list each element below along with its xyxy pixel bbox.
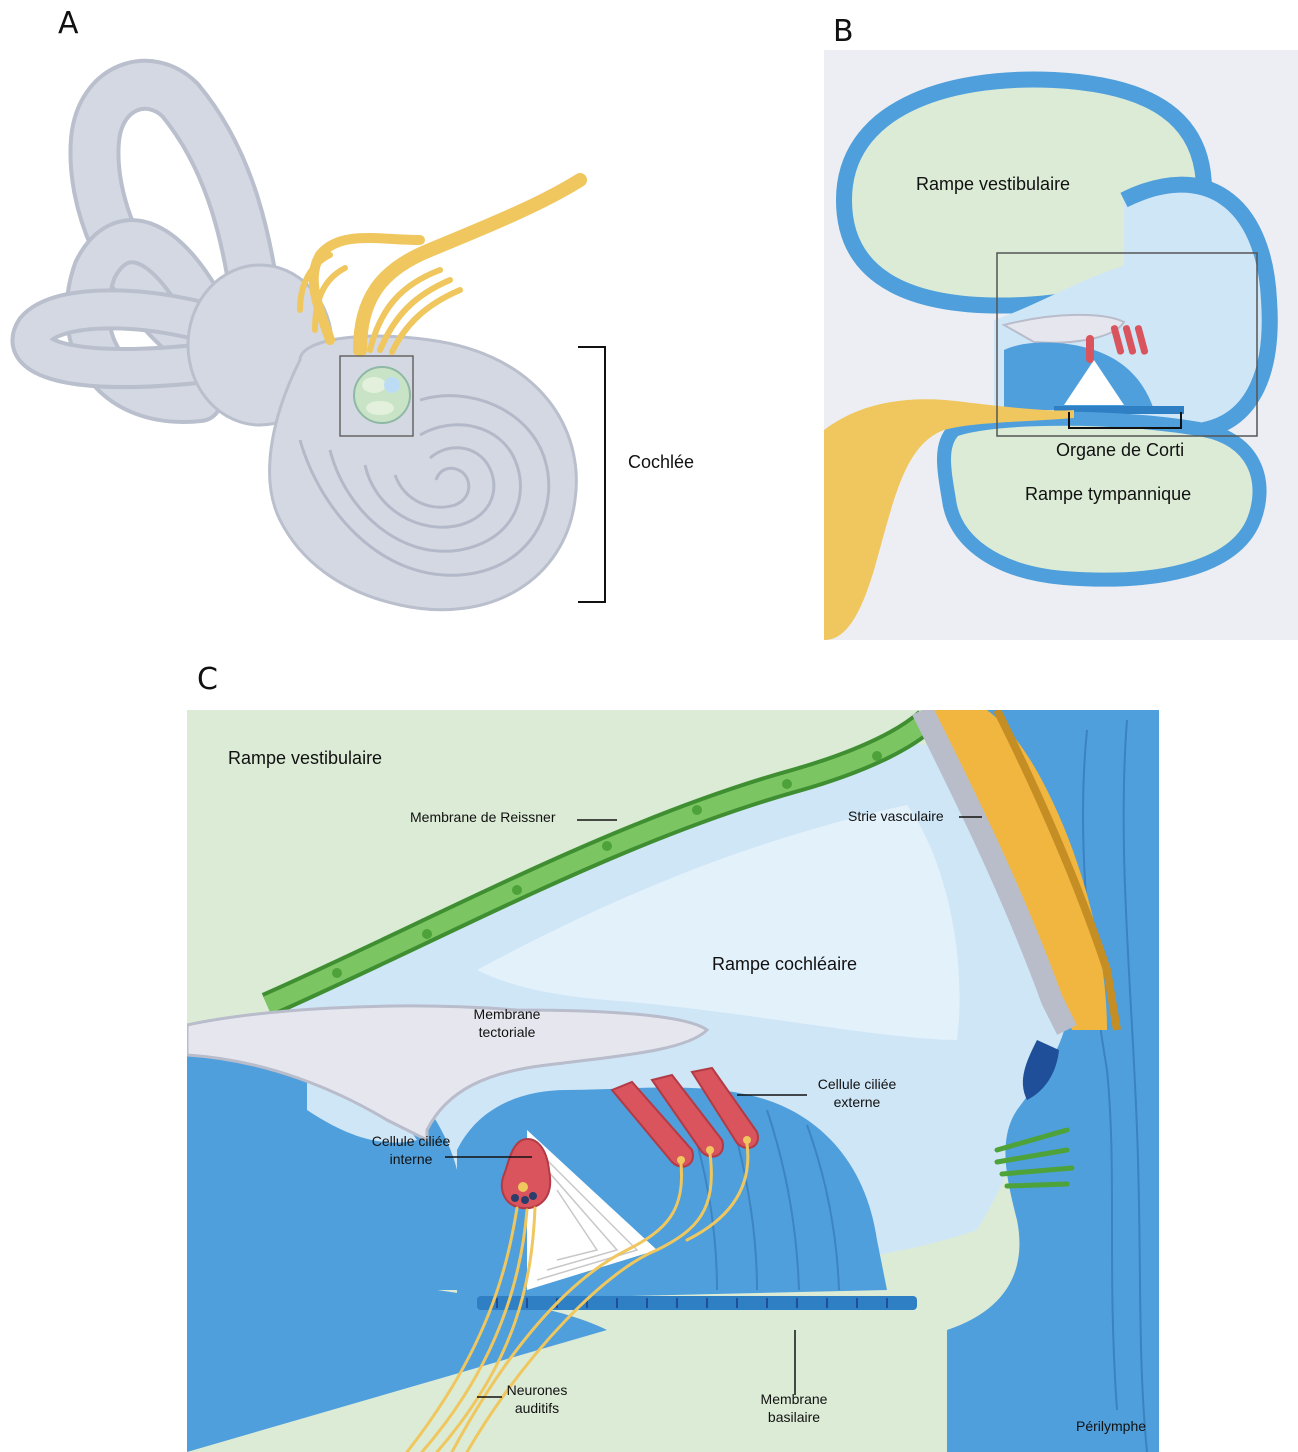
auditory-neurons-label-line1: Neurones (498, 1381, 576, 1399)
panel-a-inner-ear-illustration (0, 40, 700, 680)
inner-hair-cell-label-line1: Cellule ciliée (364, 1132, 458, 1150)
reissner-label: Membrane de Reissner (410, 808, 556, 826)
outer-hair-cell-label: Cellule ciliée externe (810, 1075, 904, 1111)
basilar-membrane (477, 1296, 917, 1310)
panel-b-cochlear-duct-section (824, 50, 1298, 640)
tectorial-label-line1: Membrane (466, 1005, 548, 1023)
tectorial-label-line2: tectoriale (466, 1023, 548, 1041)
inner-hair-cell-label-line2: interne (364, 1150, 458, 1168)
cochlea-label: Cochlée (628, 452, 694, 473)
auditory-neurons-label: Neurones auditifs (498, 1381, 576, 1417)
basilar-membrane-label: Membrane basilaire (752, 1390, 836, 1426)
scala-tympani-b-label: Rampe tympannique (1025, 484, 1191, 505)
basilar-membrane-label-line1: Membrane (752, 1390, 836, 1408)
scala-vestibuli-c-label: Rampe vestibulaire (228, 748, 382, 769)
basilar-membrane-label-line2: basilaire (752, 1408, 836, 1426)
panel-letter-a: A (58, 6, 79, 41)
panel-letter-b: B (833, 14, 854, 49)
cochlea-bracket (578, 347, 605, 602)
stria-label: Strie vasculaire (848, 807, 944, 825)
scala-vestibuli-b-label: Rampe vestibulaire (916, 174, 1070, 195)
inner-hair-cell-label: Cellule ciliée interne (364, 1132, 458, 1168)
scala-media-label: Rampe cochléaire (712, 954, 857, 975)
cochlea (270, 336, 577, 610)
panel-c-organ-of-corti-detail (187, 710, 1159, 1452)
tectorial-label: Membrane tectoriale (466, 1005, 548, 1041)
outer-hair-cell-label-line1: Cellule ciliée (810, 1075, 904, 1093)
perilymph-label: Périlymphe (1076, 1417, 1146, 1435)
organ-corti-label: Organe de Corti (1056, 440, 1184, 461)
outer-hair-cell-label-line2: externe (810, 1093, 904, 1111)
auditory-neurons-label-line2: auditifs (498, 1399, 576, 1417)
